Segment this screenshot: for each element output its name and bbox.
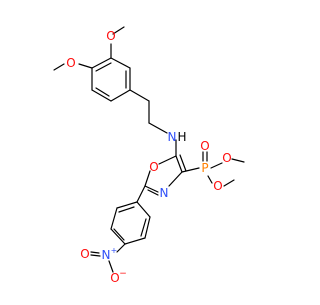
- bond: [179, 154, 187, 172]
- nitro-nitrogen: N: [102, 248, 111, 262]
- bond: [110, 228, 126, 245]
- bond: [90, 254, 101, 257]
- bond: [110, 207, 118, 230]
- atom-labels: O O N H O N P O O O N + O O −: [66, 29, 231, 285]
- bond: [118, 206, 135, 213]
- bond: [140, 218, 147, 237]
- bond: [108, 260, 114, 273]
- phosphorus: P: [201, 161, 208, 175]
- bond: [144, 185, 159, 193]
- bond: [90, 251, 100, 254]
- bond: [113, 228, 125, 241]
- bond: [223, 179, 235, 187]
- bond: [110, 89, 131, 102]
- bond: [144, 170, 151, 187]
- bond: [95, 87, 110, 97]
- nitro-oxygen-1: O: [80, 247, 89, 261]
- bond: [231, 158, 245, 163]
- bond: [91, 89, 112, 102]
- ester-oxygen-1: O: [222, 151, 231, 165]
- bond: [95, 62, 112, 72]
- bond: [207, 175, 213, 184]
- bond: [144, 216, 151, 239]
- bond: [110, 57, 131, 69]
- methoxy-oxygen-1: O: [106, 29, 115, 43]
- bond: [168, 171, 183, 187]
- oxazole-nitrogen: N: [160, 186, 169, 200]
- bond: [181, 167, 200, 173]
- nitro-minus-charge: −: [119, 269, 127, 279]
- nitro-plus-charge: +: [111, 246, 118, 255]
- amine-hydrogen: H: [177, 130, 186, 144]
- ester-oxygen-2: O: [213, 179, 222, 193]
- bond: [175, 155, 183, 173]
- bond: [112, 26, 125, 35]
- bond: [136, 201, 151, 218]
- bond: [116, 243, 126, 253]
- bond: [136, 185, 146, 203]
- bond: [158, 155, 177, 165]
- nitro-oxygen-2: O: [110, 271, 119, 285]
- bonds: [53, 26, 245, 273]
- bond: [124, 237, 146, 245]
- bond: [147, 189, 159, 196]
- phosphoryl-oxygen: O: [200, 139, 209, 153]
- molecule-canvas: O O N H O N P O O O N + O O −: [53, 26, 245, 285]
- bond: [129, 89, 150, 102]
- bond: [210, 162, 223, 169]
- amine-nitrogen: N: [168, 130, 177, 144]
- molecule-structure: O O N H O N P O O O N + O O −: [53, 26, 245, 285]
- bond: [116, 201, 138, 209]
- bond: [91, 57, 112, 69]
- bond: [53, 63, 65, 71]
- oxazole-oxygen: O: [149, 160, 158, 174]
- methoxy-oxygen-2: O: [66, 56, 75, 70]
- bond: [148, 122, 168, 134]
- bond: [78, 63, 93, 69]
